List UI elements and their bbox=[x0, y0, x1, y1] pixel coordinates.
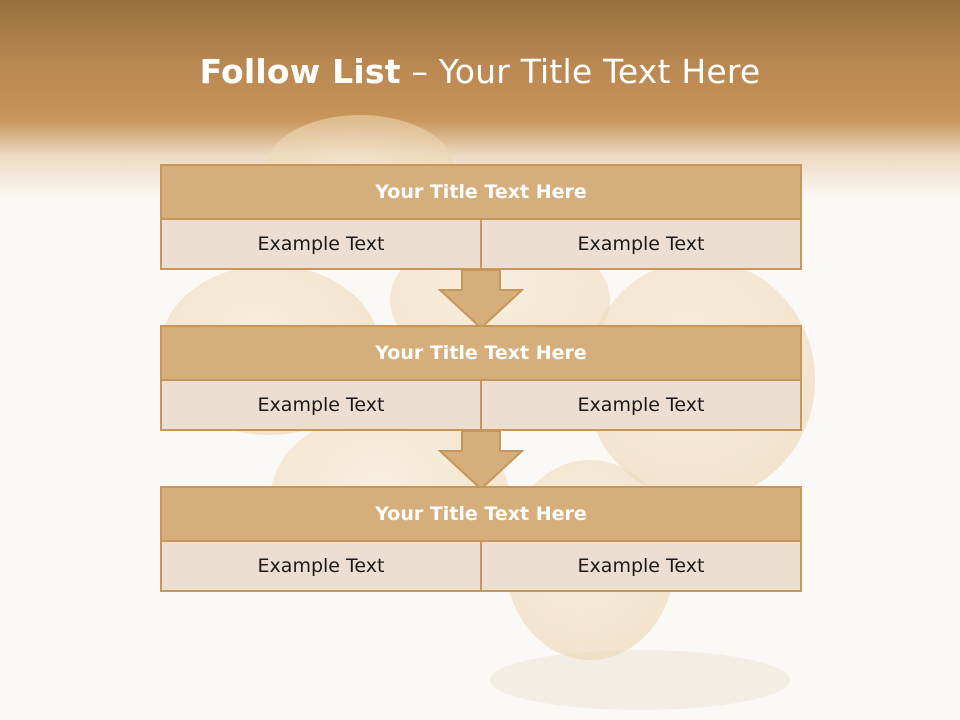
down-arrow-icon bbox=[438, 270, 524, 330]
list-block-1: Your Title Text Here Example Text Exampl… bbox=[160, 164, 802, 270]
slide-title: Follow List – Your Title Text Here bbox=[0, 52, 960, 91]
block-cell-right: Example Text bbox=[480, 220, 800, 268]
block-row: Example Text Example Text bbox=[160, 220, 802, 270]
slide-title-rest: – Your Title Text Here bbox=[400, 52, 761, 91]
block-row: Example Text Example Text bbox=[160, 542, 802, 592]
block-cell-right: Example Text bbox=[480, 381, 800, 429]
down-arrow-icon bbox=[438, 431, 524, 491]
block-title: Your Title Text Here bbox=[160, 325, 802, 381]
block-row: Example Text Example Text bbox=[160, 381, 802, 431]
block-cell-left: Example Text bbox=[257, 233, 385, 255]
block-title: Your Title Text Here bbox=[160, 486, 802, 542]
slide-title-bold: Follow List bbox=[199, 52, 401, 91]
block-cell-left: Example Text bbox=[257, 394, 385, 416]
block-cell-right: Example Text bbox=[480, 542, 800, 590]
block-cell-left: Example Text bbox=[257, 555, 385, 577]
list-block-2: Your Title Text Here Example Text Exampl… bbox=[160, 325, 802, 431]
block-title: Your Title Text Here bbox=[160, 164, 802, 220]
list-block-3: Your Title Text Here Example Text Exampl… bbox=[160, 486, 802, 592]
